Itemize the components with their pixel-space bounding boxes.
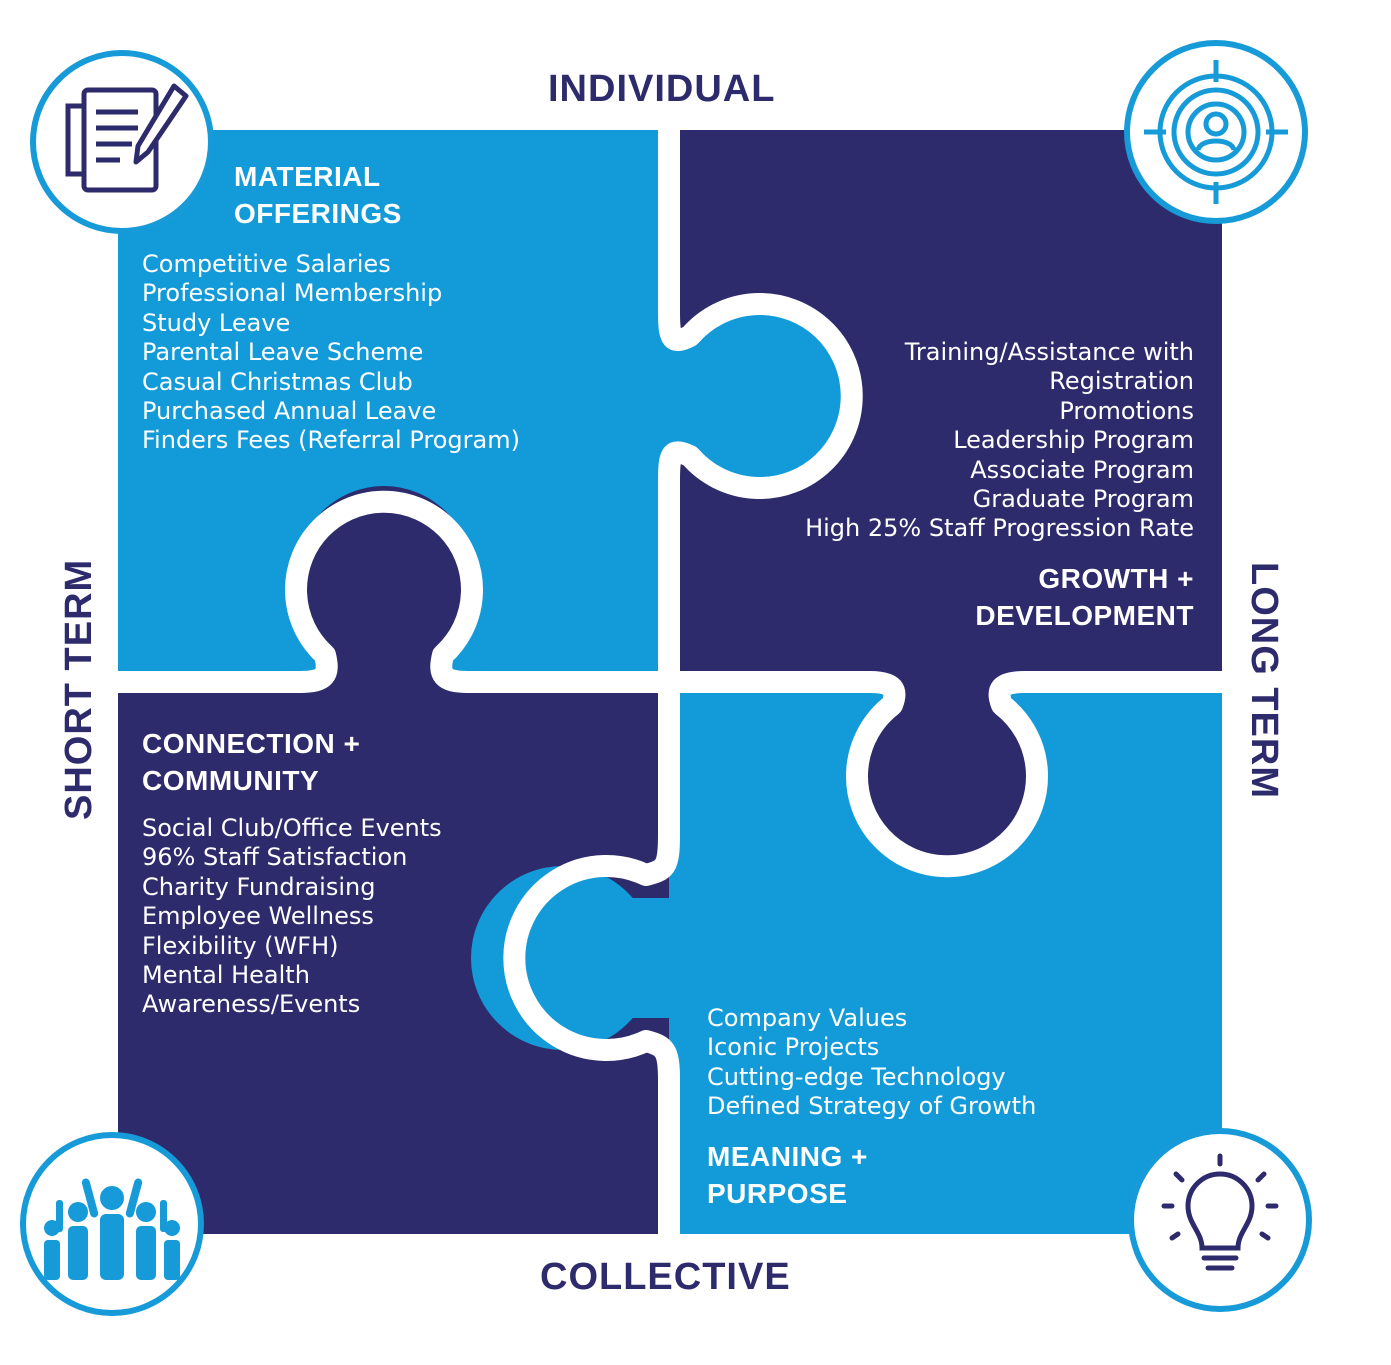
list-item: Promotions [1059, 396, 1194, 425]
growth-development-title: GROWTH + DEVELOPMENT [975, 563, 1194, 631]
meaning-purpose-title: MEANING + PURPOSE [707, 1141, 868, 1209]
material-offerings-list: Competitive Salaries Professional Member… [142, 250, 520, 456]
list-item: Study Leave [142, 308, 291, 337]
document-pen-icon [30, 50, 214, 234]
list-item: Cutting-edge Technology [707, 1062, 1006, 1091]
list-item: Company Values [707, 1004, 908, 1032]
list-item: Leadership Program [953, 426, 1194, 455]
list-item: Flexibility (WFH) [142, 931, 339, 960]
team-cheering-icon [20, 1132, 204, 1316]
list-item: 96% Staff Satisfaction [142, 843, 408, 872]
list-item: Professional Membership [142, 279, 443, 308]
list-item: Graduate Program [972, 485, 1194, 514]
list-item: Defined Strategy of Growth [707, 1092, 1037, 1121]
list-item: Competitive Salaries [142, 250, 391, 278]
connection-community-title: CONNECTION + COMMUNITY [142, 728, 361, 796]
connection-community-list: Social Club/Office Events 96% Staff Sati… [142, 814, 442, 1020]
growth-development-list: Training/Assistance with Registration Pr… [805, 338, 1194, 544]
list-item: Charity Fundraising [142, 872, 376, 901]
list-item: Casual Christmas Club [142, 367, 413, 396]
list-item: Employee Wellness [142, 902, 374, 931]
list-item: Social Club/Office Events [142, 814, 442, 842]
material-offerings-title: MATERIAL OFFERINGS [234, 161, 402, 229]
list-item: Parental Leave Scheme [142, 338, 424, 367]
axis-long-term: LONG TERM [1243, 562, 1285, 799]
list-item: Training/Assistance with [904, 338, 1194, 366]
axis-individual: INDIVIDUAL [548, 68, 776, 110]
axis-short-term: SHORT TERM [58, 558, 100, 820]
lightbulb-icon [1128, 1128, 1312, 1312]
list-item: Mental Health [142, 961, 310, 990]
list-item: High 25% Staff Progression Rate [805, 514, 1194, 543]
list-item: Finders Fees (Referral Program) [142, 426, 520, 455]
target-person-icon [1124, 40, 1308, 224]
axis-collective: COLLECTIVE [540, 1256, 791, 1298]
list-item: Awareness/Events [142, 990, 361, 1019]
list-item: Registration [1049, 367, 1194, 396]
list-item: Purchased Annual Leave [142, 397, 437, 426]
meaning-purpose-list: Company Values Iconic Projects Cutting-e… [707, 1004, 1036, 1122]
list-item: Iconic Projects [707, 1033, 880, 1062]
list-item: Associate Program [970, 455, 1194, 484]
